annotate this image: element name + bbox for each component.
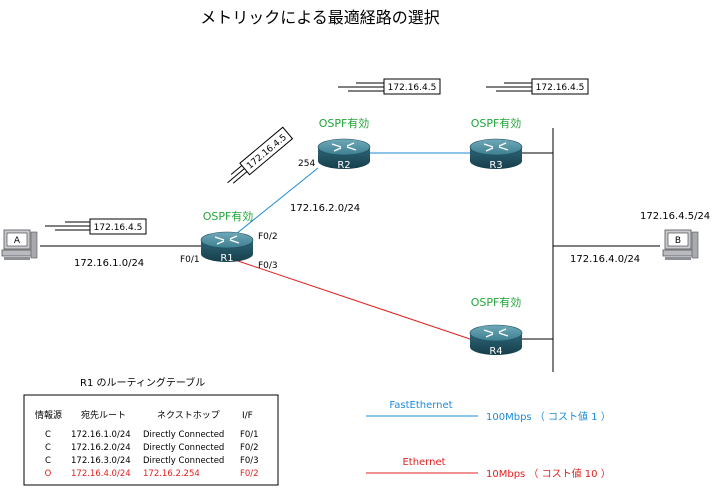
router-r4-name: R4: [489, 346, 502, 357]
host-b-label: B: [675, 236, 681, 246]
table-cell-dest: 172.16.2.0/24: [71, 443, 131, 453]
table-cell-dest: 172.16.3.0/24: [71, 456, 131, 466]
routing-table-header: 情報源 宛先ルート ネクストホップ I/F: [35, 409, 253, 421]
diagram-title: メトリックによる最適経路の選択: [200, 8, 440, 27]
table-cell-ifc: F0/2: [240, 469, 259, 479]
packet-a: 172.16.4.5: [45, 218, 147, 235]
table-row: C 172.16.3.0/24 Directly Connected F0/3: [45, 456, 259, 466]
iface-r1-f01: F0/1: [180, 255, 200, 265]
router-r1-name: R1: [220, 253, 233, 264]
router-r1[interactable]: R1: [200, 231, 254, 264]
table-cell-src: C: [45, 430, 51, 440]
table-cell-hop: Directly Connected: [143, 430, 224, 440]
packet-r1r2: 172.16.4.5: [227, 126, 294, 184]
legend-eth-name: Ethernet: [402, 457, 445, 468]
legend-fast-desc: 100Mbps （ コスト値 1 ）: [486, 410, 611, 423]
table-cell-ifc: F0/3: [240, 456, 259, 466]
router-r2-name: R2: [337, 160, 350, 171]
table-cell-src: C: [45, 443, 51, 453]
link-r1-r2: [230, 167, 319, 239]
host-a[interactable]: A: [1, 229, 38, 261]
legend-fast-name: FastEthernet: [389, 400, 452, 411]
iface-r1-f03: F0/3: [258, 261, 278, 271]
table-cell-src: O: [45, 469, 52, 479]
network-label-2: 172.16.2.0/24: [290, 203, 360, 214]
router-r4[interactable]: R4: [469, 324, 523, 357]
router-r2[interactable]: R2: [317, 138, 371, 171]
ospf-label-r1: OSPF有効: [203, 209, 254, 223]
iface-r1-f02: F0/2: [258, 232, 278, 242]
table-cell-ifc: F0/1: [240, 430, 259, 440]
packet-r2-label: 172.16.4.5: [388, 83, 437, 93]
iface-r2-254: 254: [298, 159, 315, 169]
table-cell-hop: Directly Connected: [143, 443, 224, 453]
packet-r1r2-label: 172.16.4.5: [245, 133, 289, 172]
table-row: C 172.16.2.0/24 Directly Connected F0/2: [45, 443, 259, 453]
host-a-label: A: [14, 236, 21, 246]
table-cell-src: C: [45, 456, 51, 466]
router-r3-name: R3: [489, 160, 502, 171]
header-nexthop: ネクストホップ: [157, 410, 220, 421]
network-label-4: 172.16.4.0/24: [570, 254, 640, 265]
ospf-label-r3: OSPF有効: [471, 116, 522, 130]
legend-eth-desc: 10Mbps （ コスト値 10 ）: [486, 467, 611, 480]
host-b-address: 172.16.4.5/24: [640, 211, 710, 222]
packet-r3: 172.16.4.5: [486, 78, 589, 95]
header-destination: 宛先ルート: [81, 409, 126, 421]
header-interface: I/F: [242, 411, 253, 421]
ospf-label-r4: OSPF有効: [471, 295, 522, 309]
packet-a-label: 172.16.4.5: [94, 223, 143, 233]
routing-table-caption: R1 のルーティングテーブル: [80, 376, 205, 389]
table-cell-dest: 172.16.1.0/24: [71, 430, 131, 440]
table-cell-hop: Directly Connected: [143, 456, 224, 466]
table-cell-dest: 172.16.4.0/24: [71, 469, 131, 479]
packet-r3-label: 172.16.4.5: [536, 83, 585, 93]
host-b[interactable]: B: [662, 229, 699, 261]
router-r3[interactable]: R3: [469, 138, 523, 171]
table-row: C 172.16.1.0/24 Directly Connected F0/1: [45, 430, 259, 440]
packet-r2: 172.16.4.5: [338, 78, 441, 95]
table-row: O 172.16.4.0/24 172.16.2.254 F0/2: [45, 469, 259, 479]
table-cell-hop: 172.16.2.254: [143, 469, 200, 479]
network-label-1: 172.16.1.0/24: [74, 258, 144, 269]
routing-table: [23, 394, 279, 486]
ospf-label-r2: OSPF有効: [319, 116, 370, 130]
header-source: 情報源: [35, 409, 62, 421]
link-r1-r4: [228, 257, 471, 340]
table-cell-ifc: F0/2: [240, 443, 259, 453]
